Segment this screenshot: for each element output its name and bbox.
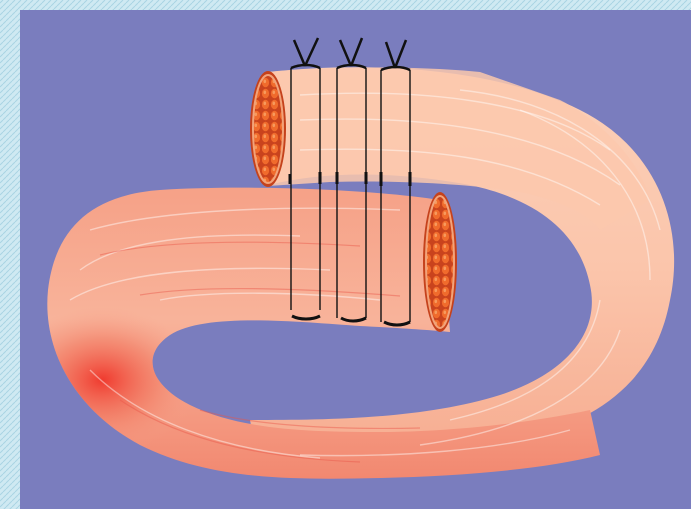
lower-cut-end	[423, 192, 457, 332]
upper-cut-end	[250, 71, 286, 187]
